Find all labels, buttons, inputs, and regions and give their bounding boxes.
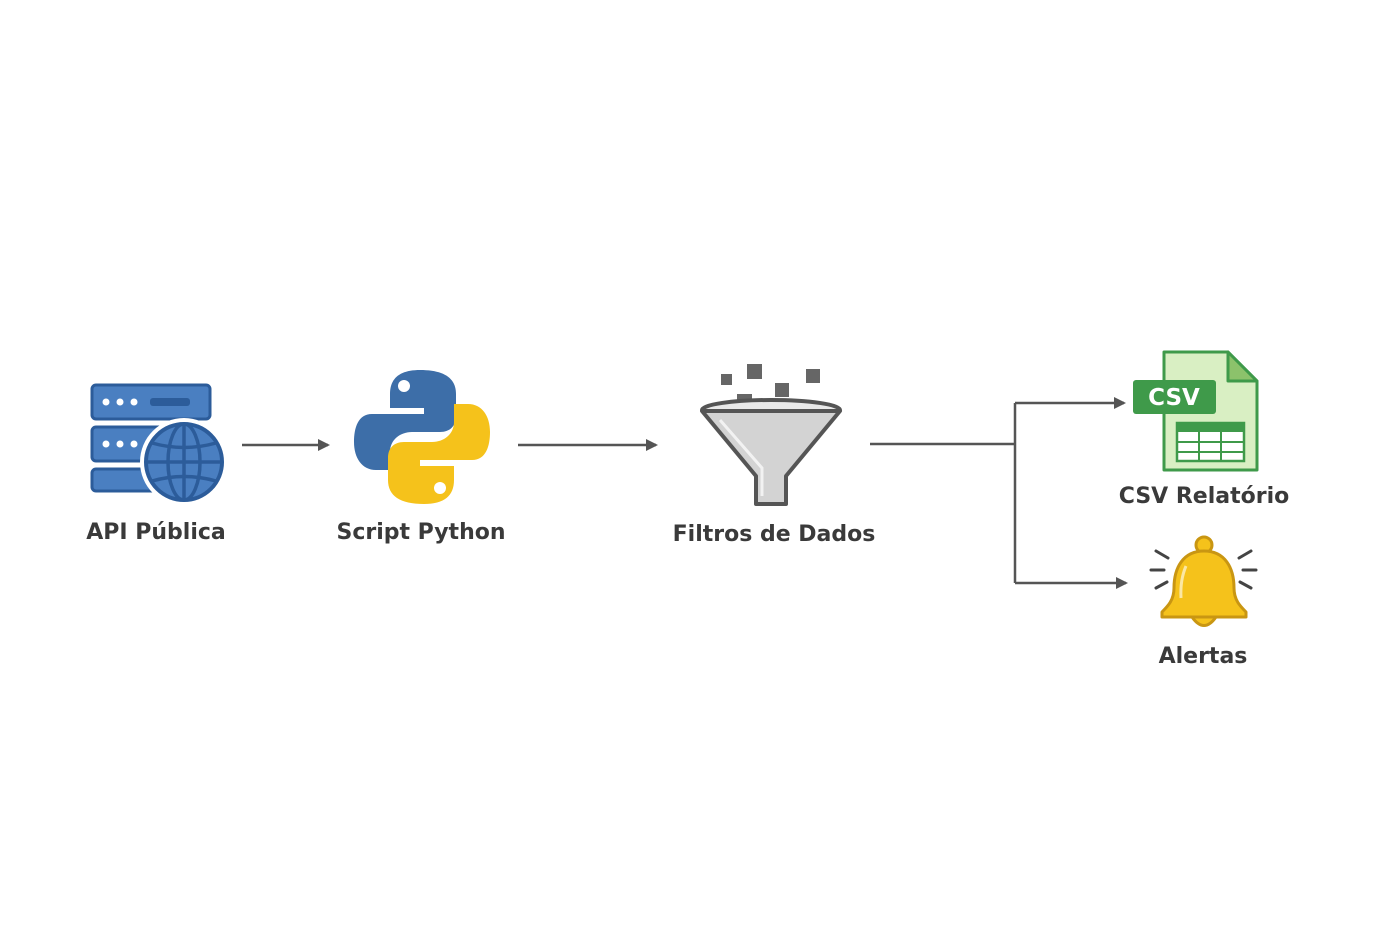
alerts-node: Alertas (1149, 535, 1258, 669)
alerts-label: Alertas (1159, 644, 1248, 669)
funnel-icon (700, 364, 842, 506)
csv-node: CSV CSV Relatório (1119, 350, 1289, 509)
server-globe-icon (90, 383, 228, 506)
csv-file-icon: CSV (1133, 350, 1259, 472)
filter-node: Filtros de Dados (673, 364, 876, 547)
branch-connector (870, 397, 1128, 589)
csv-badge (1133, 380, 1216, 414)
python-logo-icon (354, 370, 490, 504)
api-node: API Pública (86, 383, 228, 545)
csv-label: CSV Relatório (1119, 484, 1289, 509)
bell-icon (1149, 535, 1258, 627)
python-node: Script Python (336, 370, 506, 545)
python-label: Script Python (336, 520, 505, 545)
csv-badge-text: CSV (1148, 385, 1200, 411)
filter-label: Filtros de Dados (673, 522, 876, 547)
api-label: API Pública (86, 520, 226, 545)
